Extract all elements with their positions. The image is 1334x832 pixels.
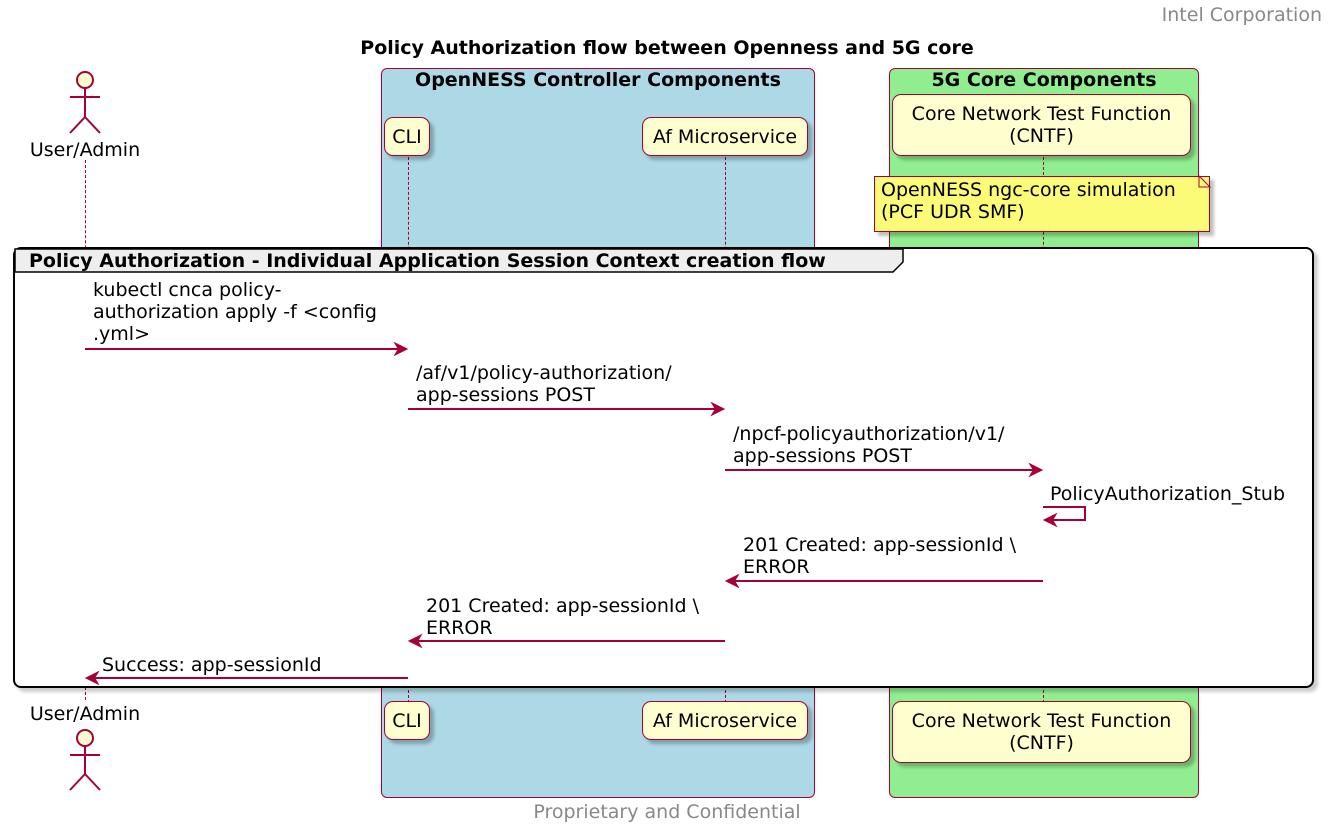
participant-cli-bottom: CLI [384, 701, 430, 740]
arrowhead-4 [1042, 512, 1058, 528]
arrowhead-7 [84, 670, 100, 686]
group-label: Policy Authorization - Individual Applic… [29, 250, 826, 272]
participant-cli-top: CLI [384, 117, 430, 156]
cntf-top-line1: Core Network Test Function [911, 103, 1172, 125]
core-box-title: 5G Core Components [931, 69, 1157, 91]
simulation-note: OpenNESS ngc-core simulation (PCF UDR SM… [874, 176, 1210, 232]
message-4-label: PolicyAuthorization_Stub [1050, 483, 1286, 505]
actor-user-top-icon [69, 71, 101, 134]
message-5-label: 201 Created: app-sessionId \ ERROR [743, 534, 1016, 578]
cntf-top-line2: (CNTF) [1009, 125, 1074, 147]
openness-box-title: OpenNESS Controller Components [415, 69, 781, 91]
participant-af-top: Af Microservice [642, 117, 808, 156]
message-2-label: /af/v1/policy-authorization/ app-session… [416, 362, 672, 406]
message-6-label: 201 Created: app-sessionId \ ERROR [426, 595, 699, 639]
message-1-label: kubectl cnca policy- authorization apply… [93, 279, 377, 345]
message-7-label: Success: app-sessionId [102, 654, 322, 676]
group-label-tab [14, 248, 904, 273]
participant-af-bottom: Af Microservice [642, 701, 808, 740]
cntf-bottom-line2: (CNTF) [1009, 732, 1074, 754]
participant-cntf-top: Core Network Test Function (CNTF) [892, 94, 1191, 156]
confidential-footer: Proprietary and Confidential [533, 801, 801, 823]
group-frame [13, 247, 1314, 688]
cntf-bottom-line1: Core Network Test Function [911, 710, 1172, 732]
arrowhead-5 [724, 573, 740, 589]
participant-cntf-bottom: Core Network Test Function (CNTF) [892, 701, 1191, 763]
arrowhead-6 [407, 633, 423, 649]
arrowhead-3 [1028, 462, 1044, 478]
actor-user-bottom-label: User/Admin [29, 703, 141, 725]
arrowhead-1 [393, 341, 409, 357]
arrow-cntf-self [1043, 506, 1086, 521]
arrowhead-2 [710, 401, 726, 417]
actor-user-top-label: User/Admin [29, 139, 141, 161]
message-3-label: /npcf-policyauthorization/v1/ app-sessio… [733, 423, 1005, 467]
diagram-title: Policy Authorization flow between Openne… [360, 37, 974, 59]
actor-user-bottom-icon [69, 729, 101, 791]
company-header: Intel Corporation [1161, 4, 1322, 26]
